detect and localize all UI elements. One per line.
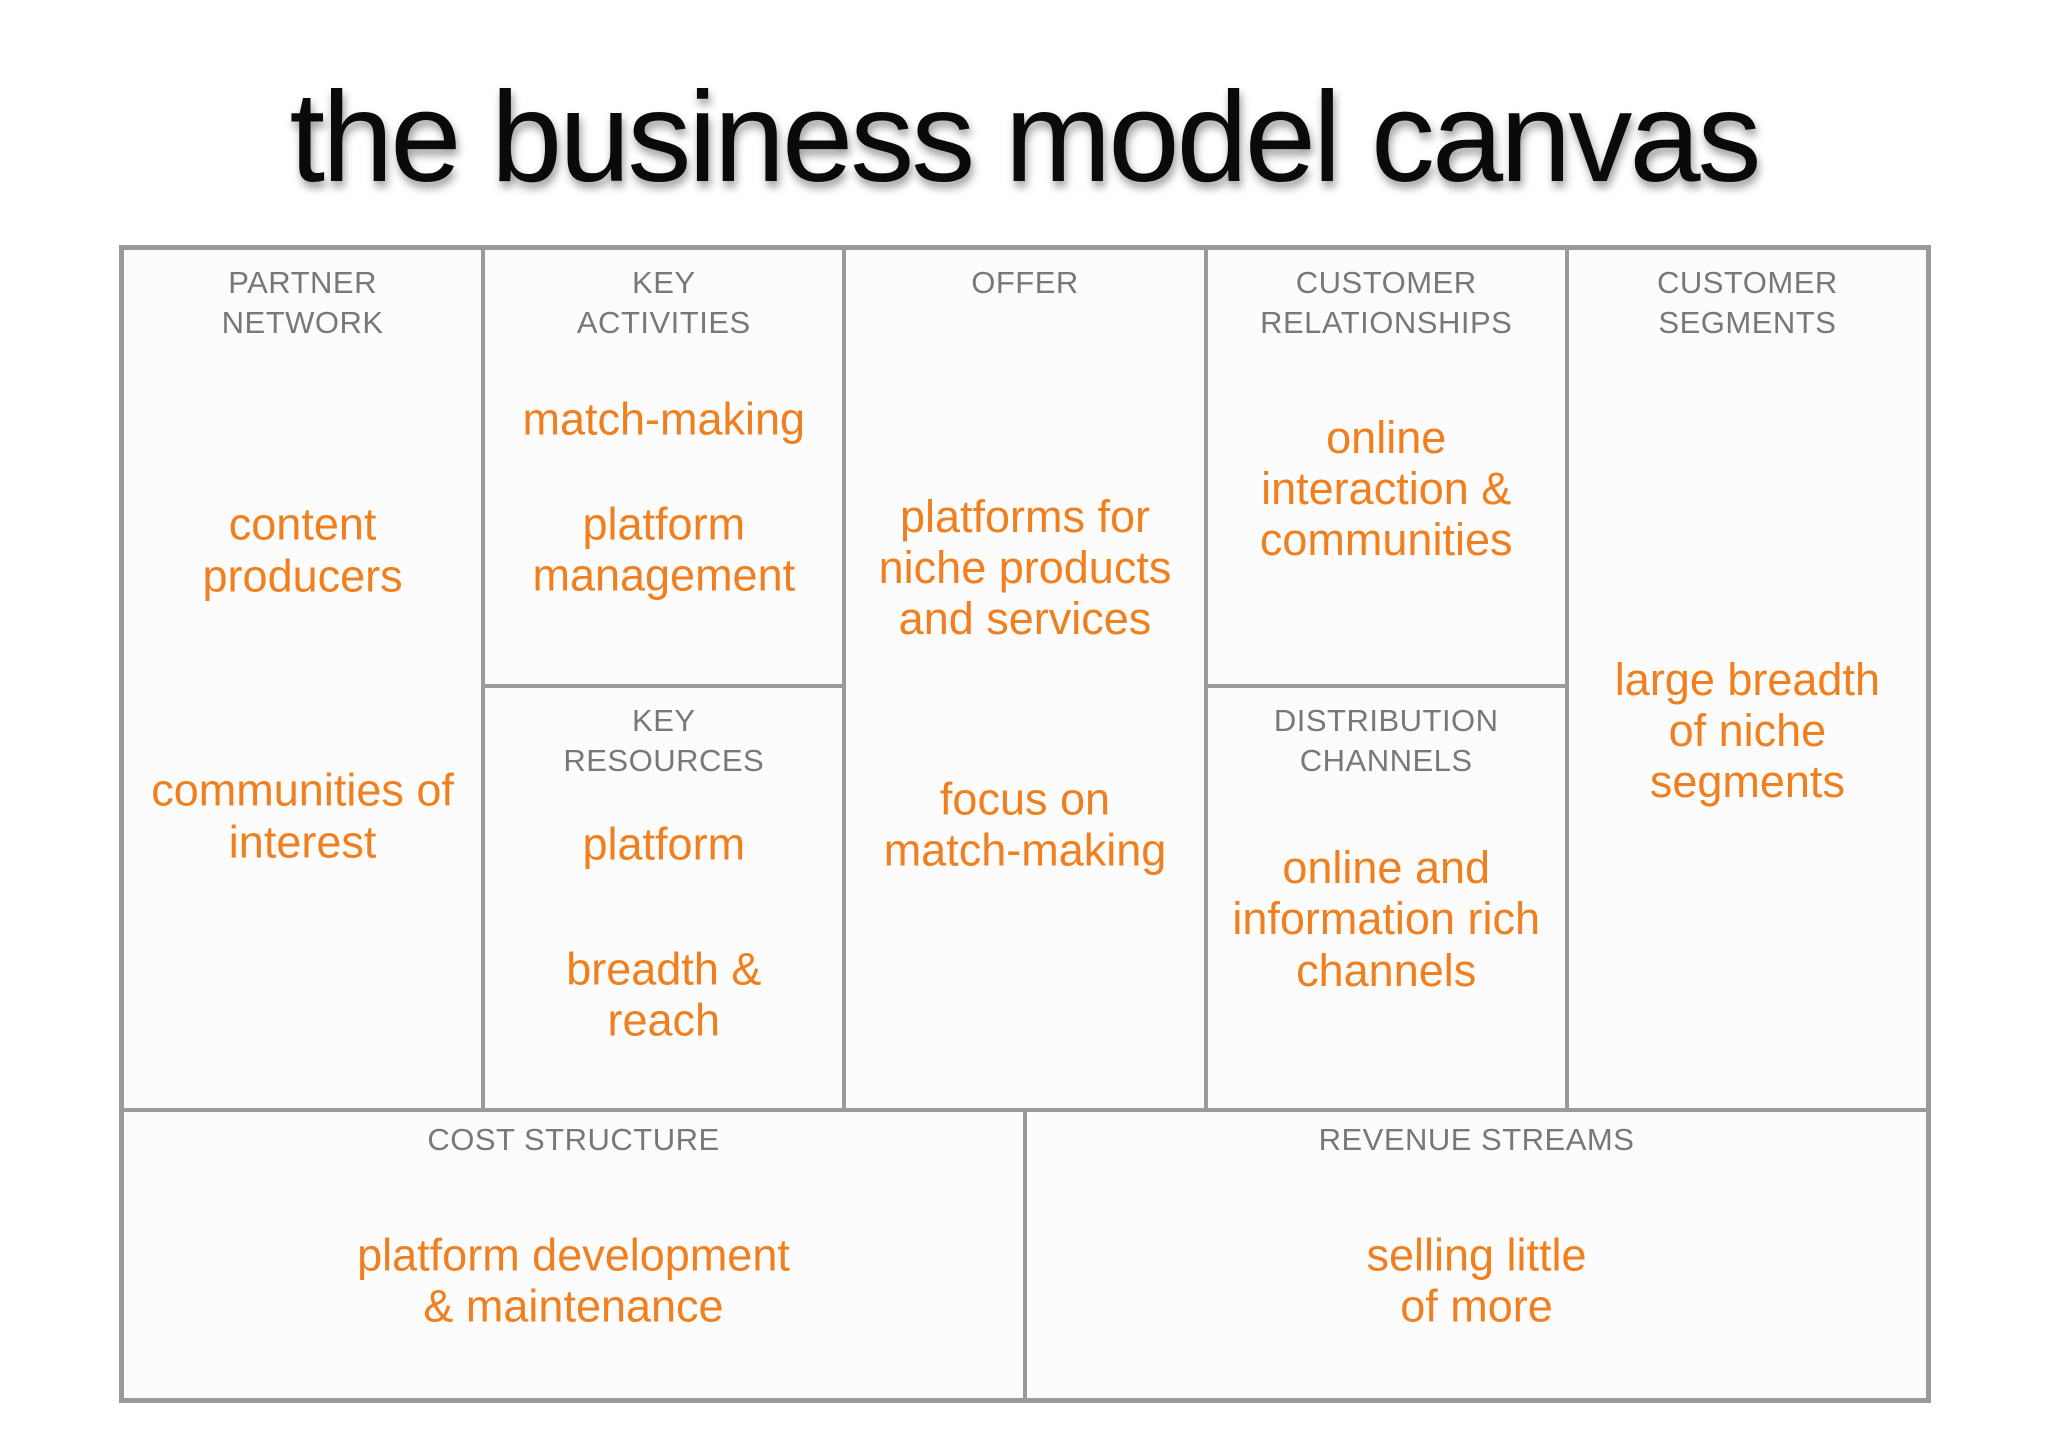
offer-note: platforms for niche products and service…	[878, 490, 1172, 645]
revenue-streams-box: REVENUE STREAMS selling little of more	[1027, 1112, 1926, 1398]
revenue-streams-title: REVENUE STREAMS	[1318, 1122, 1635, 1158]
key-resources-note: breadth & reach	[566, 943, 762, 1046]
partner-network-note: communities of interest	[151, 765, 454, 868]
offer-box: OFFER platforms for niche products and s…	[846, 250, 1204, 1109]
key-resources-note: platform	[582, 817, 746, 869]
offer-title: OFFER	[971, 265, 1079, 300]
partner-network-title: PARTNER NETWORK	[221, 265, 384, 341]
revenue-streams-note: selling little of more	[1366, 1229, 1587, 1332]
key-activities-note: platform management	[532, 498, 796, 601]
distribution-channels-note: online and information rich channels	[1232, 842, 1540, 996]
key-resources-title: KEY RESOURCES	[563, 703, 765, 779]
key-resources-box: KEY RESOURCES platform breadth & reach	[485, 688, 843, 1109]
page-title: the business model canvas	[289, 66, 1762, 209]
customer-segments-note: large breadth of niche segments	[1614, 653, 1880, 808]
partner-network-box: PARTNER NETWORK content producers commun…	[124, 250, 482, 1109]
partner-network-note: content producers	[202, 499, 403, 602]
cost-structure-box: COST STRUCTURE platform development & ma…	[124, 1112, 1023, 1398]
distribution-channels-title: DISTRIBUTION CHANNELS	[1273, 703, 1499, 779]
distribution-channels-box: DISTRIBUTION CHANNELS online and informa…	[1207, 688, 1565, 1109]
customer-relationships-title: CUSTOMER RELATIONSHIPS	[1260, 265, 1513, 341]
key-activities-note: match-making	[522, 393, 806, 445]
key-activities-title: KEY ACTIVITIES	[576, 265, 751, 341]
cost-structure-title: COST STRUCTURE	[427, 1122, 720, 1158]
canvas-grid: PARTNER NETWORK content producers commun…	[119, 245, 1931, 1403]
customer-segments-box: CUSTOMER SEGMENTS large breadth of niche…	[1568, 250, 1926, 1109]
offer-note: focus on match-making	[883, 773, 1167, 877]
customer-relationships-note: online interaction & communities	[1259, 411, 1513, 566]
customer-segments-title: CUSTOMER SEGMENTS	[1656, 265, 1838, 341]
key-activities-box: KEY ACTIVITIES match-making platform man…	[485, 250, 843, 685]
cost-structure-note: platform development & maintenance	[357, 1229, 790, 1332]
customer-relationships-box: CUSTOMER RELATIONSHIPS online interactio…	[1207, 250, 1565, 685]
